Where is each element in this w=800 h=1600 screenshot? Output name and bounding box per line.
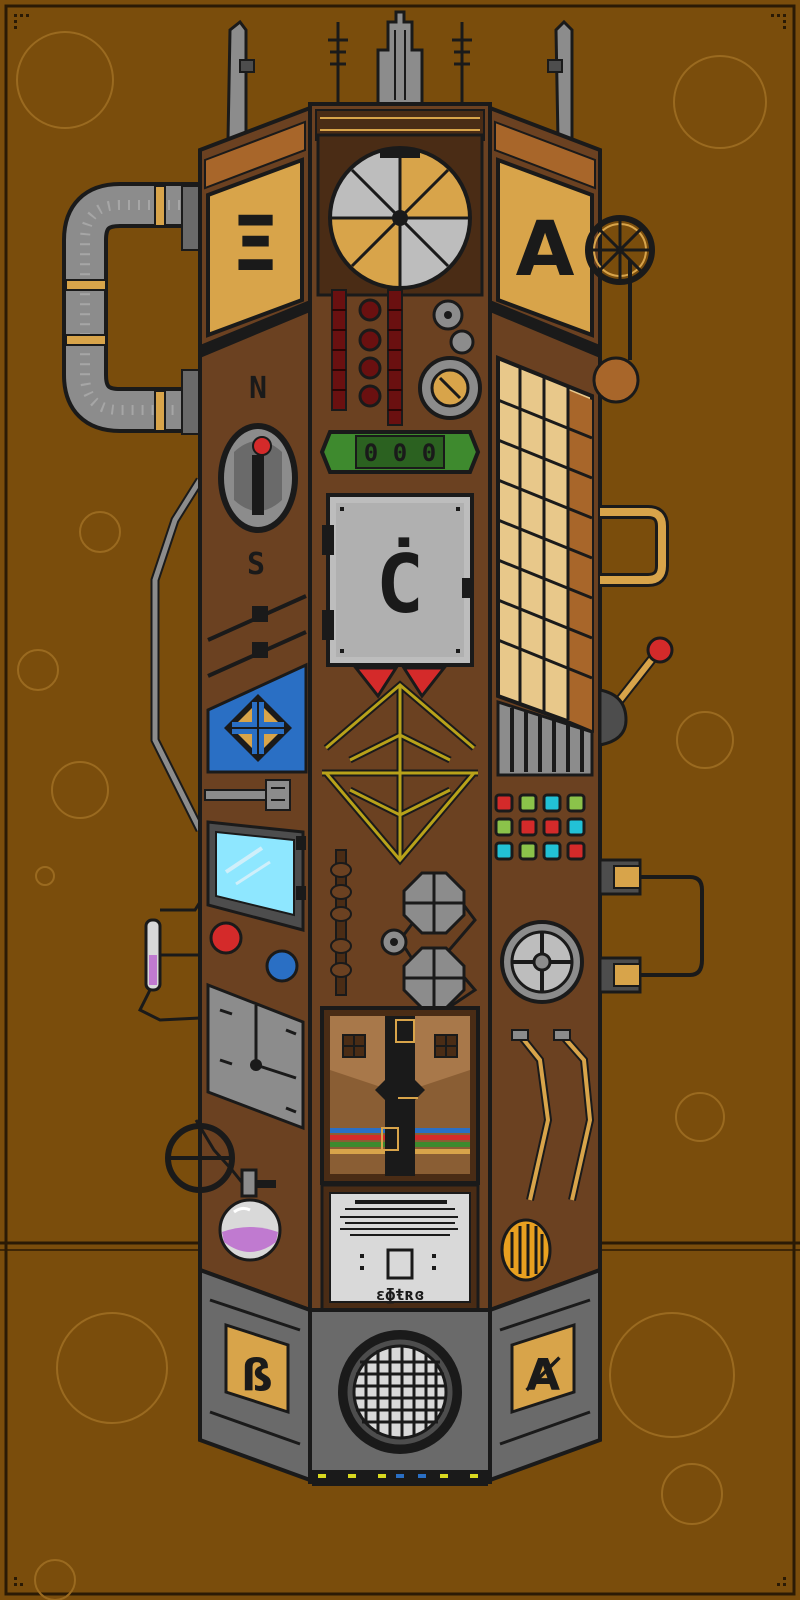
indicator-light[interactable]	[494, 817, 514, 837]
indicator-light[interactable]	[566, 841, 586, 861]
compass-north-label: N	[249, 371, 267, 406]
antenna-icon	[328, 22, 472, 105]
red-button[interactable]	[209, 921, 243, 955]
rune-right-glyph: A	[516, 204, 575, 293]
indicator-light[interactable]	[542, 793, 562, 813]
vent-bars	[496, 699, 594, 777]
monitor-screen[interactable]	[206, 820, 306, 932]
indicator-light[interactable]	[494, 841, 514, 861]
wheel-icon[interactable]	[165, 1123, 235, 1193]
key-plug[interactable]	[204, 779, 291, 811]
indicator-lights	[494, 793, 586, 861]
right-plug-cables[interactable]	[598, 858, 704, 994]
base-rune-tile-right[interactable]: Ⱥ	[510, 1322, 576, 1415]
indicator-light[interactable]	[518, 817, 538, 837]
compass-needle-icon[interactable]	[218, 423, 298, 533]
odometer[interactable]: 0 0 0	[319, 430, 481, 474]
odometer-digit-2: 0	[393, 439, 407, 467]
meter-icon[interactable]	[206, 982, 305, 1131]
rune-tile-right[interactable]: A	[496, 157, 594, 338]
outer-frame	[4, 4, 796, 1596]
base-rune-left-glyph: ß	[241, 1350, 273, 1401]
slider-tracks[interactable]	[207, 594, 307, 678]
keypad-grid[interactable]	[496, 355, 594, 733]
indicator-light[interactable]	[542, 841, 562, 861]
background-bubbles	[16, 31, 767, 1600]
base-rune-tile-left[interactable]: ß	[224, 1322, 290, 1415]
indicator-light[interactable]	[518, 793, 538, 813]
left-pipe-loop	[62, 182, 201, 435]
indicator-light[interactable]	[566, 817, 586, 837]
label-plate: ɛɸŧʀɞ	[320, 1183, 480, 1312]
label-plate-text: ɛɸŧʀɞ	[376, 1285, 424, 1304]
base-speaker[interactable]	[338, 1330, 462, 1454]
blue-glyph-panel[interactable]	[206, 662, 308, 774]
safe-glyph: Ċ	[376, 537, 424, 631]
brass-rods	[511, 1029, 595, 1201]
safe-door[interactable]: Ċ	[322, 493, 474, 667]
pulley-mechanism[interactable]	[380, 871, 478, 1013]
corner-dots	[14, 14, 786, 1586]
base-rune-right-glyph: Ⱥ	[525, 1350, 561, 1401]
indicator-light[interactable]	[494, 793, 514, 813]
top-spires	[226, 10, 574, 142]
rune-tile-left[interactable]: Ξ	[206, 157, 304, 338]
beaded-rod	[330, 849, 352, 996]
speaker-grille-icon[interactable]	[500, 1218, 552, 1282]
compass-south-label: S	[247, 547, 265, 582]
compass-panel: N S	[207, 371, 307, 678]
lens-icon[interactable]	[500, 920, 584, 1004]
clock-icon[interactable]	[316, 133, 484, 297]
blue-button[interactable]	[265, 949, 299, 983]
gear-icon[interactable]	[418, 299, 482, 420]
red-wedges	[352, 666, 448, 699]
right-wheel[interactable]	[585, 215, 655, 404]
room-diorama[interactable]	[320, 1006, 480, 1185]
lever-icon[interactable]	[598, 636, 674, 747]
test-tube[interactable]	[137, 901, 202, 1022]
odometer-digit-3: 0	[422, 439, 436, 467]
brass-handle[interactable]	[600, 505, 669, 587]
indicator-light[interactable]	[542, 817, 562, 837]
indicator-light[interactable]	[566, 793, 586, 813]
indicator-light[interactable]	[518, 841, 538, 861]
bead-chains	[331, 289, 403, 426]
rune-left-glyph: Ξ	[231, 199, 279, 288]
odometer-digit-1: 0	[364, 439, 378, 467]
